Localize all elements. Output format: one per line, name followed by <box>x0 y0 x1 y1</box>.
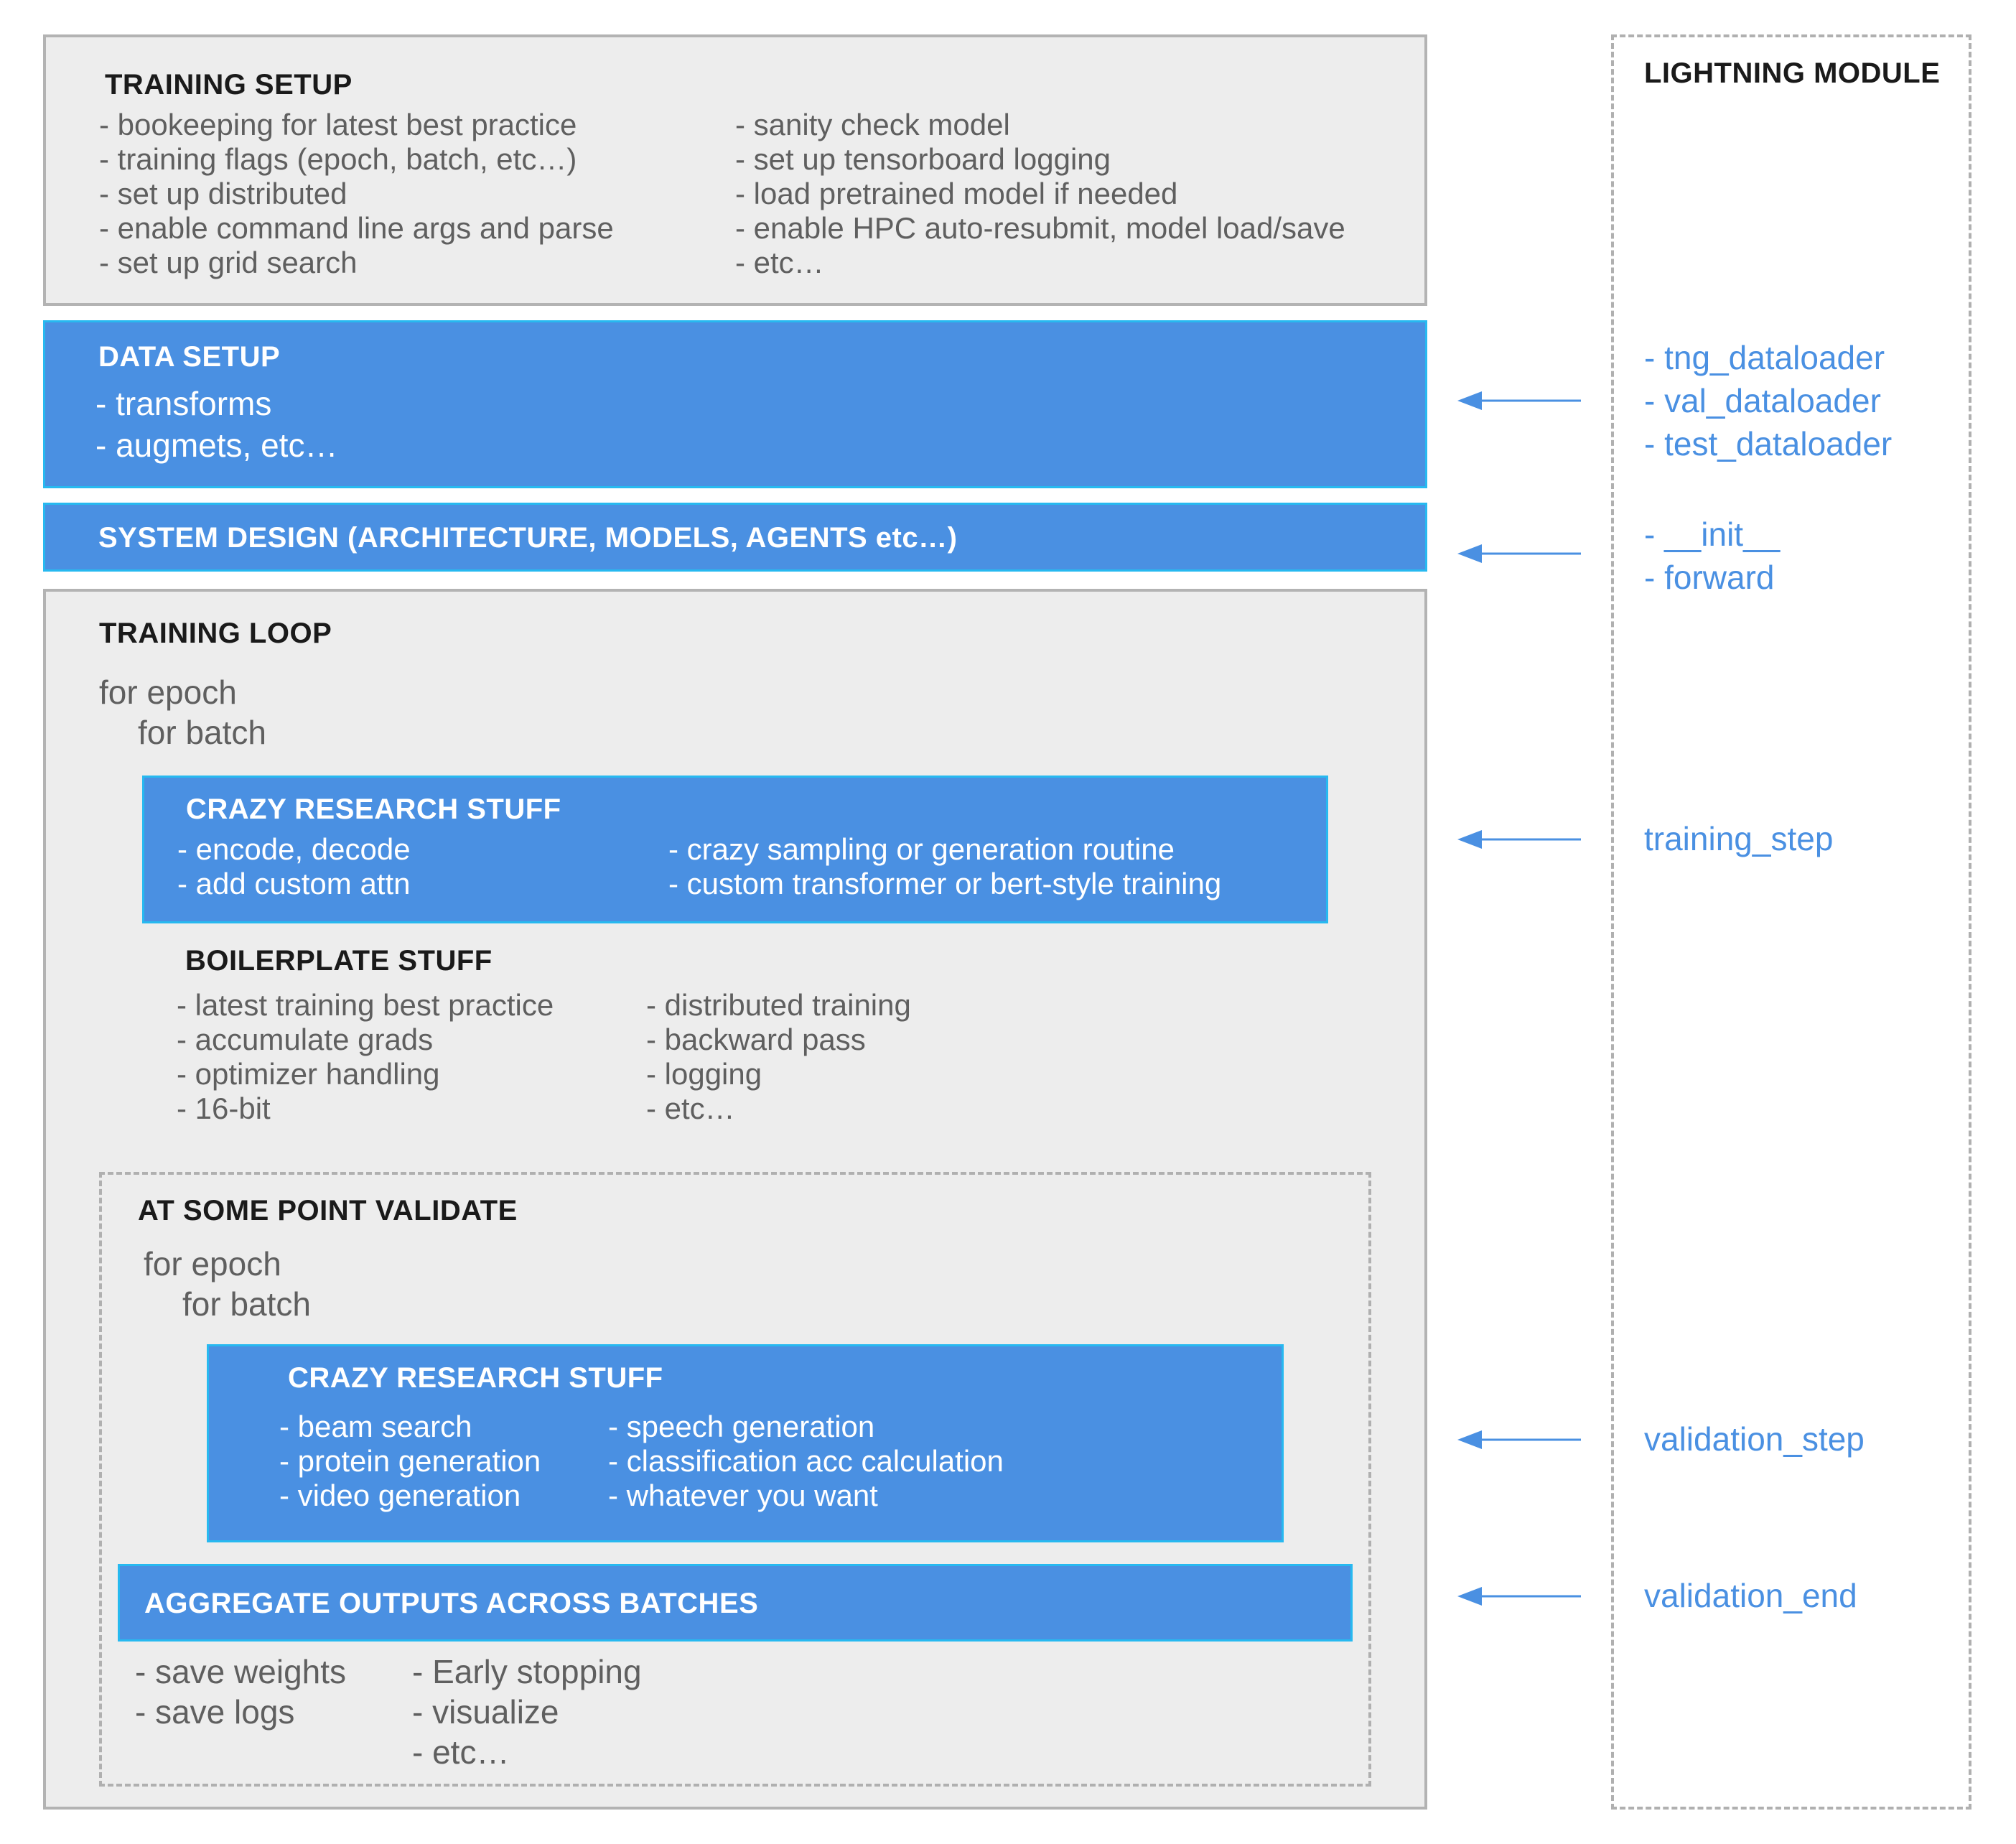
list-item: - encode, decode <box>177 832 411 866</box>
validate-for-batch-label: for batch <box>182 1285 311 1323</box>
list-item: - enable command line args and parse <box>99 211 614 245</box>
list-item: - protein generation <box>279 1444 541 1478</box>
validation-step-hook: validation_step <box>1644 1420 1865 1458</box>
validate-for-epoch-label: for epoch <box>144 1245 281 1282</box>
lightning-module-box: LIGHTNING MODULE <box>1611 34 1971 1810</box>
training-step-hook: training_step <box>1644 820 1834 857</box>
arrow-left-icon <box>1457 391 1581 410</box>
crazy-research-training-title: CRAZY RESEARCH STUFF <box>186 793 561 825</box>
arrow-left-icon <box>1457 544 1581 563</box>
list-item: - save weights <box>135 1653 347 1690</box>
list-item: - test_dataloader <box>1644 425 1893 462</box>
boilerplate-list-left: - latest training best practice - accumu… <box>177 988 554 1126</box>
list-item: - distributed training <box>646 988 911 1022</box>
training-setup-list-left: - bookeeping for latest best practice - … <box>99 108 614 280</box>
training-setup-box: TRAINING SETUP - bookeeping for latest b… <box>43 34 1427 306</box>
list-item: - optimizer handling <box>177 1057 440 1091</box>
list-item: - enable HPC auto-resubmit, model load/s… <box>735 211 1345 245</box>
list-item: - set up distributed <box>99 177 347 210</box>
for-epoch-label: for epoch <box>99 674 237 711</box>
list-item: - beam search <box>279 1410 472 1443</box>
lightning-module-title: LIGHTNING MODULE <box>1644 57 1941 89</box>
training-setup-list-right: - sanity check model - set up tensorboar… <box>735 108 1345 280</box>
model-hooks: - __init__ - forward <box>1644 513 1780 599</box>
list-item: - whatever you want <box>608 1479 878 1512</box>
list-item: - etc… <box>735 246 824 279</box>
data-setup-list: - transforms - augmets, etc… <box>95 383 337 466</box>
crazy-research-training-box: CRAZY RESEARCH STUFF - encode, decode - … <box>142 776 1328 923</box>
after-aggregate-list-left: - save weights - save logs <box>135 1652 346 1732</box>
list-item: - logging <box>646 1057 762 1091</box>
crazy-research-training-list-left: - encode, decode - add custom attn <box>177 832 411 901</box>
list-item: - __init__ <box>1644 516 1781 553</box>
aggregate-title: AGGREGATE OUTPUTS ACROSS BATCHES <box>144 1588 759 1619</box>
after-aggregate-list-right: - Early stopping - visualize - etc… <box>412 1652 642 1772</box>
crazy-research-training-list-right: - crazy sampling or generation routine -… <box>668 832 1221 901</box>
list-item: - crazy sampling or generation routine <box>668 832 1175 866</box>
list-item: - backward pass <box>646 1023 866 1056</box>
validate-title: AT SOME POINT VALIDATE <box>138 1195 518 1226</box>
list-item: - visualize <box>412 1693 559 1731</box>
system-design-title: SYSTEM DESIGN (ARCHITECTURE, MODELS, AGE… <box>98 522 958 554</box>
training-setup-title: TRAINING SETUP <box>105 69 353 101</box>
boilerplate-title: BOILERPLATE STUFF <box>185 945 493 977</box>
list-item: - Early stopping <box>412 1653 642 1690</box>
list-item: - val_dataloader <box>1644 382 1881 419</box>
list-item: - tng_dataloader <box>1644 339 1885 376</box>
list-item: - augmets, etc… <box>95 427 338 464</box>
list-item: - add custom attn <box>177 867 411 900</box>
list-item: - etc… <box>646 1091 735 1125</box>
crazy-research-validation-box: CRAZY RESEARCH STUFF - beam search - pro… <box>207 1344 1284 1542</box>
arrow-left-icon <box>1457 1430 1581 1449</box>
data-setup-title: DATA SETUP <box>98 341 281 373</box>
list-item: - etc… <box>412 1733 510 1771</box>
list-item: - transforms <box>95 385 272 422</box>
list-item: - training flags (epoch, batch, etc…) <box>99 142 577 176</box>
list-item: - set up tensorboard logging <box>735 142 1111 176</box>
validate-box: AT SOME POINT VALIDATE for epoch for bat… <box>99 1172 1371 1787</box>
data-setup-box: DATA SETUP - transforms - augmets, etc… <box>43 320 1427 488</box>
list-item: - load pretrained model if needed <box>735 177 1178 210</box>
crazy-research-validation-list-right: - speech generation - classification acc… <box>608 1410 1004 1513</box>
list-item: - speech generation <box>608 1410 875 1443</box>
list-item: - sanity check model <box>735 108 1010 141</box>
arrow-left-icon <box>1457 1587 1581 1606</box>
dataloader-hooks: - tng_dataloader - val_dataloader - test… <box>1644 336 1892 465</box>
for-batch-label: for batch <box>138 714 266 751</box>
arrow-left-icon <box>1457 830 1581 849</box>
list-item: - custom transformer or bert-style train… <box>668 867 1222 900</box>
training-loop-box: TRAINING LOOP for epoch for batch CRAZY … <box>43 589 1427 1810</box>
list-item: - forward <box>1644 559 1775 596</box>
boilerplate-list-right: - distributed training - backward pass -… <box>646 988 911 1126</box>
validation-end-hook: validation_end <box>1644 1577 1857 1614</box>
list-item: - classification acc calculation <box>608 1444 1004 1478</box>
aggregate-box: AGGREGATE OUTPUTS ACROSS BATCHES <box>118 1564 1353 1642</box>
list-item: - accumulate grads <box>177 1023 434 1056</box>
list-item: - 16-bit <box>177 1091 271 1125</box>
training-loop-title: TRAINING LOOP <box>99 618 332 649</box>
list-item: - bookeeping for latest best practice <box>99 108 577 141</box>
list-item: - latest training best practice <box>177 988 554 1022</box>
system-design-box: SYSTEM DESIGN (ARCHITECTURE, MODELS, AGE… <box>43 503 1427 572</box>
crazy-research-validation-title: CRAZY RESEARCH STUFF <box>288 1362 663 1394</box>
crazy-research-validation-list-left: - beam search - protein generation - vid… <box>279 1410 541 1513</box>
list-item: - set up grid search <box>99 246 358 279</box>
list-item: - save logs <box>135 1693 295 1731</box>
list-item: - video generation <box>279 1479 521 1512</box>
